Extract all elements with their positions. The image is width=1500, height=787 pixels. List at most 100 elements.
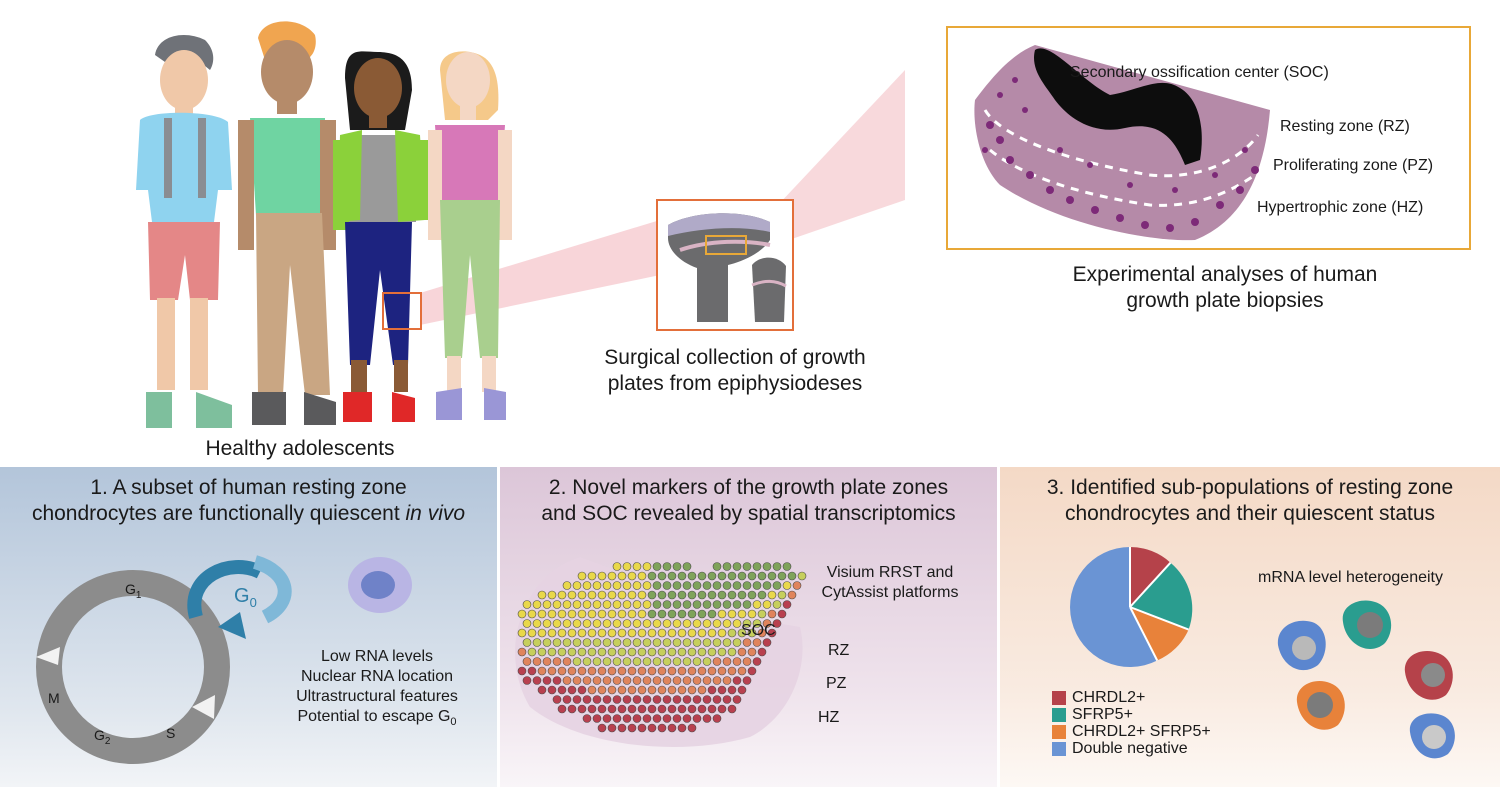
spatial-spot: [667, 590, 677, 600]
spatial-spot: [637, 666, 647, 676]
spatial-spot: [697, 628, 707, 638]
spatial-spot: [542, 676, 552, 685]
spatial-spot: [687, 704, 697, 714]
person-blonde-pink-shirt: [428, 51, 512, 420]
spatial-spot: [627, 590, 637, 600]
spatial-spot: [662, 638, 672, 647]
zone-label-hz: HZ: [818, 709, 840, 726]
spatial-spot: [707, 685, 717, 695]
spatial-spot: [702, 714, 712, 723]
spatial-spot: [617, 685, 627, 695]
spatial-spot: [652, 638, 662, 647]
spatial-spot: [582, 638, 592, 647]
subpopulation-graphics: [1070, 547, 1455, 759]
subpopulation-legend: CHRDL2+ SFRP5+ CHRDL2+ SFRP5+ Double neg…: [1052, 689, 1211, 757]
spatial-spot: [747, 666, 757, 676]
spatial-spot: [747, 590, 757, 600]
spatial-spot: [647, 723, 657, 733]
g0-arrow-out: [187, 560, 264, 619]
spatial-spot: [757, 628, 767, 638]
spatial-spot: [537, 609, 547, 619]
spatial-spot: [567, 628, 577, 638]
spatial-spot: [767, 571, 777, 581]
spatial-spot: [582, 676, 592, 685]
panel2-title: 2. Novel markers of the growth plate zon…: [541, 476, 956, 525]
spatial-spot: [722, 581, 732, 590]
spatial-spot: [532, 600, 542, 609]
spatial-spot: [737, 571, 747, 581]
spatial-spot: [617, 723, 627, 733]
spatial-spot: [642, 638, 652, 647]
spatial-spot: [677, 666, 687, 676]
spatial-spot: [697, 685, 707, 695]
spatial-spot: [617, 704, 627, 714]
spatial-spot: [617, 647, 627, 657]
histology-panel: [946, 26, 1471, 250]
spatial-spot: [552, 638, 562, 647]
spatial-spot: [607, 685, 617, 695]
spatial-spot: [667, 704, 677, 714]
spatial-spot: [717, 628, 727, 638]
spatial-spot: [582, 600, 592, 609]
spatial-spot: [692, 600, 702, 609]
spatial-spot: [577, 590, 587, 600]
spatial-spot: [632, 638, 642, 647]
spatial-spot: [617, 590, 627, 600]
spatial-spot: [602, 676, 612, 685]
spatial-spot: [692, 695, 702, 704]
cycle-arrowhead-m: [36, 647, 60, 665]
spatial-spot: [672, 562, 682, 571]
spatial-spot: [612, 676, 622, 685]
spatial-spot: [562, 676, 572, 685]
spatial-spot: [542, 619, 552, 628]
spatial-spot: [727, 571, 737, 581]
spatial-spot: [657, 571, 667, 581]
spatial-spot: [727, 609, 737, 619]
spatial-spot: [602, 619, 612, 628]
spatial-spot: [702, 600, 712, 609]
spatial-spot: [727, 628, 737, 638]
spatial-spot: [597, 723, 607, 733]
spatial-spot: [662, 695, 672, 704]
label-hz: Hypertrophic zone (HZ): [1257, 199, 1424, 216]
g2-label: G2: [94, 727, 111, 747]
spatial-spot: [627, 647, 637, 657]
spatial-spot: [657, 723, 667, 733]
spatial-spot: [682, 676, 692, 685]
spatial-spot: [677, 723, 687, 733]
spatial-spot: [622, 600, 632, 609]
spatial-spot: [712, 581, 722, 590]
spatial-spot: [692, 638, 702, 647]
spatial-spot: [552, 676, 562, 685]
spatial-spot: [587, 647, 597, 657]
panel1-title: 1. A subset of human resting zone chondr…: [31, 476, 466, 525]
spatial-spot: [652, 676, 662, 685]
legend-swatch: [1052, 690, 1066, 705]
spatial-spot: [627, 723, 637, 733]
spatial-spot: [547, 685, 557, 695]
spatial-spot: [647, 571, 657, 581]
spatial-spot: [627, 704, 637, 714]
spatial-spot: [627, 628, 637, 638]
spatial-spot: [697, 590, 707, 600]
spatial-spot: [717, 666, 727, 676]
spatial-spot: [797, 571, 807, 581]
spatial-spot: [647, 590, 657, 600]
spatial-spot: [727, 590, 737, 600]
spatial-spot: [652, 619, 662, 628]
spatial-spot: [627, 666, 637, 676]
spatial-spot: [662, 619, 672, 628]
spatial-spot: [632, 714, 642, 723]
cycle-arrowhead-s: [192, 695, 215, 719]
spatial-spot: [632, 695, 642, 704]
spatial-spot: [612, 695, 622, 704]
spatial-spot: [737, 609, 747, 619]
spatial-spot: [627, 609, 637, 619]
panel3-title: 3. Identified sub-populations of resting…: [1046, 476, 1454, 525]
spatial-spot: [722, 619, 732, 628]
spatial-spot: [642, 600, 652, 609]
spatial-spot: [537, 628, 547, 638]
spatial-spot: [722, 638, 732, 647]
spatial-spot: [637, 609, 647, 619]
